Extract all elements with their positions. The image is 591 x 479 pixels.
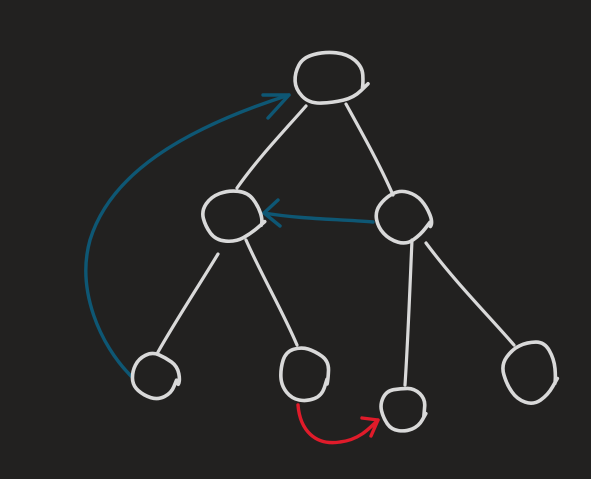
tree-node-right <box>374 189 434 245</box>
arrowhead-icon <box>261 93 291 120</box>
tree-edge-root-to-left <box>235 104 308 190</box>
pointer-link-curve <box>262 211 375 224</box>
tree-edge-left-to-left-left <box>156 252 220 354</box>
pointer-link-curve <box>296 403 380 445</box>
tree-edge-root-to-right <box>344 102 395 197</box>
tree-edge-right-to-right-left <box>403 238 414 387</box>
tree-node-left-right <box>279 346 331 403</box>
pointer-link-right-to-left <box>262 198 375 228</box>
tree-node-root <box>293 50 370 105</box>
pointer-link-left-left-to-root <box>84 93 291 378</box>
pointer-link-left-right-to-right-left <box>296 403 380 445</box>
tree-edge-right-to-right-right <box>424 241 516 347</box>
arrowhead-icon <box>360 416 380 438</box>
arrowhead-icon <box>262 198 282 228</box>
tree-node-right-right <box>501 340 560 405</box>
tree-node-left <box>201 189 267 244</box>
pointer-links <box>84 93 380 445</box>
tree-edge-left-to-left-right <box>244 238 299 347</box>
tree-node-left-left <box>130 351 182 401</box>
pointer-link-curve <box>84 93 291 378</box>
tree-node-right-left <box>379 386 428 433</box>
tree-edges <box>156 102 516 387</box>
tree-nodes <box>130 50 560 433</box>
